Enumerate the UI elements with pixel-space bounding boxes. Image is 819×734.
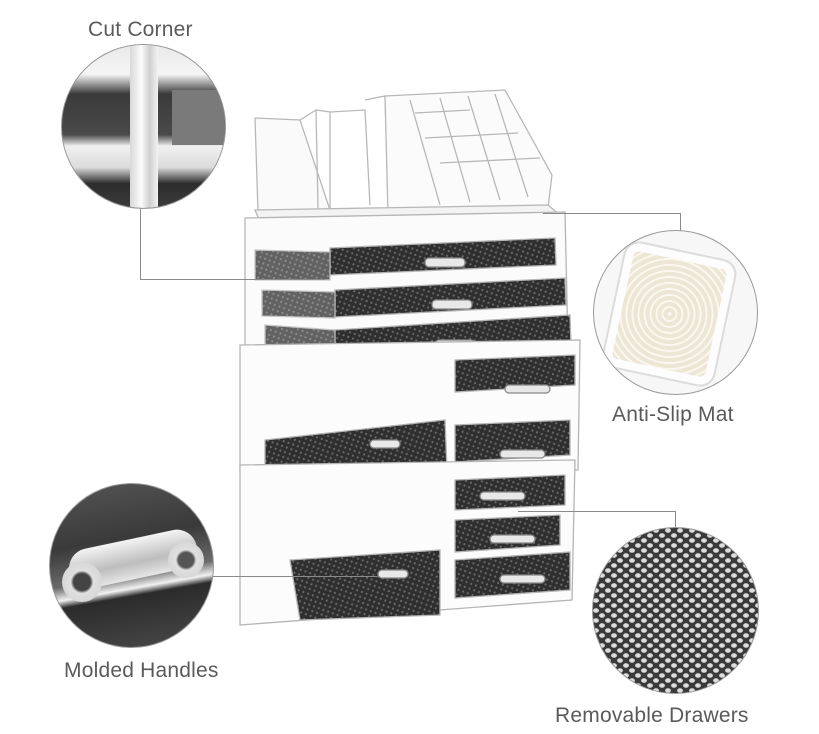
molded-handles-leader xyxy=(212,576,377,577)
anti-slip-leader-vertical xyxy=(680,213,681,231)
molded-handles-detail-image xyxy=(49,483,214,648)
removable-drawers-leader-horizontal xyxy=(518,511,675,512)
removable-drawers-leader-vertical xyxy=(675,511,676,527)
cut-corner-detail-image xyxy=(61,44,226,209)
anti-slip-leader-horizontal xyxy=(543,213,680,214)
handle-knob-right xyxy=(168,542,204,578)
anti-slip-pad xyxy=(611,250,728,378)
corner-post xyxy=(130,45,158,208)
anti-slip-mat-detail-image xyxy=(593,230,758,395)
cut-corner-label: Cut Corner xyxy=(88,18,193,41)
removable-drawers-label: Removable Drawers xyxy=(555,704,749,727)
right-panel xyxy=(172,90,225,145)
bottom-drawer-unit xyxy=(239,459,576,626)
handle-knob-left xyxy=(62,562,102,602)
top-organizer-tray xyxy=(254,89,562,223)
removable-drawers-detail-image xyxy=(592,527,759,694)
cut-corner-leader-vertical xyxy=(140,205,141,279)
molded-handles-label: Molded Handles xyxy=(64,659,219,682)
cut-corner-leader-horizontal xyxy=(140,279,325,280)
anti-slip-mat-label: Anti-Slip Mat xyxy=(612,403,734,426)
top-drawer-unit xyxy=(244,211,572,356)
